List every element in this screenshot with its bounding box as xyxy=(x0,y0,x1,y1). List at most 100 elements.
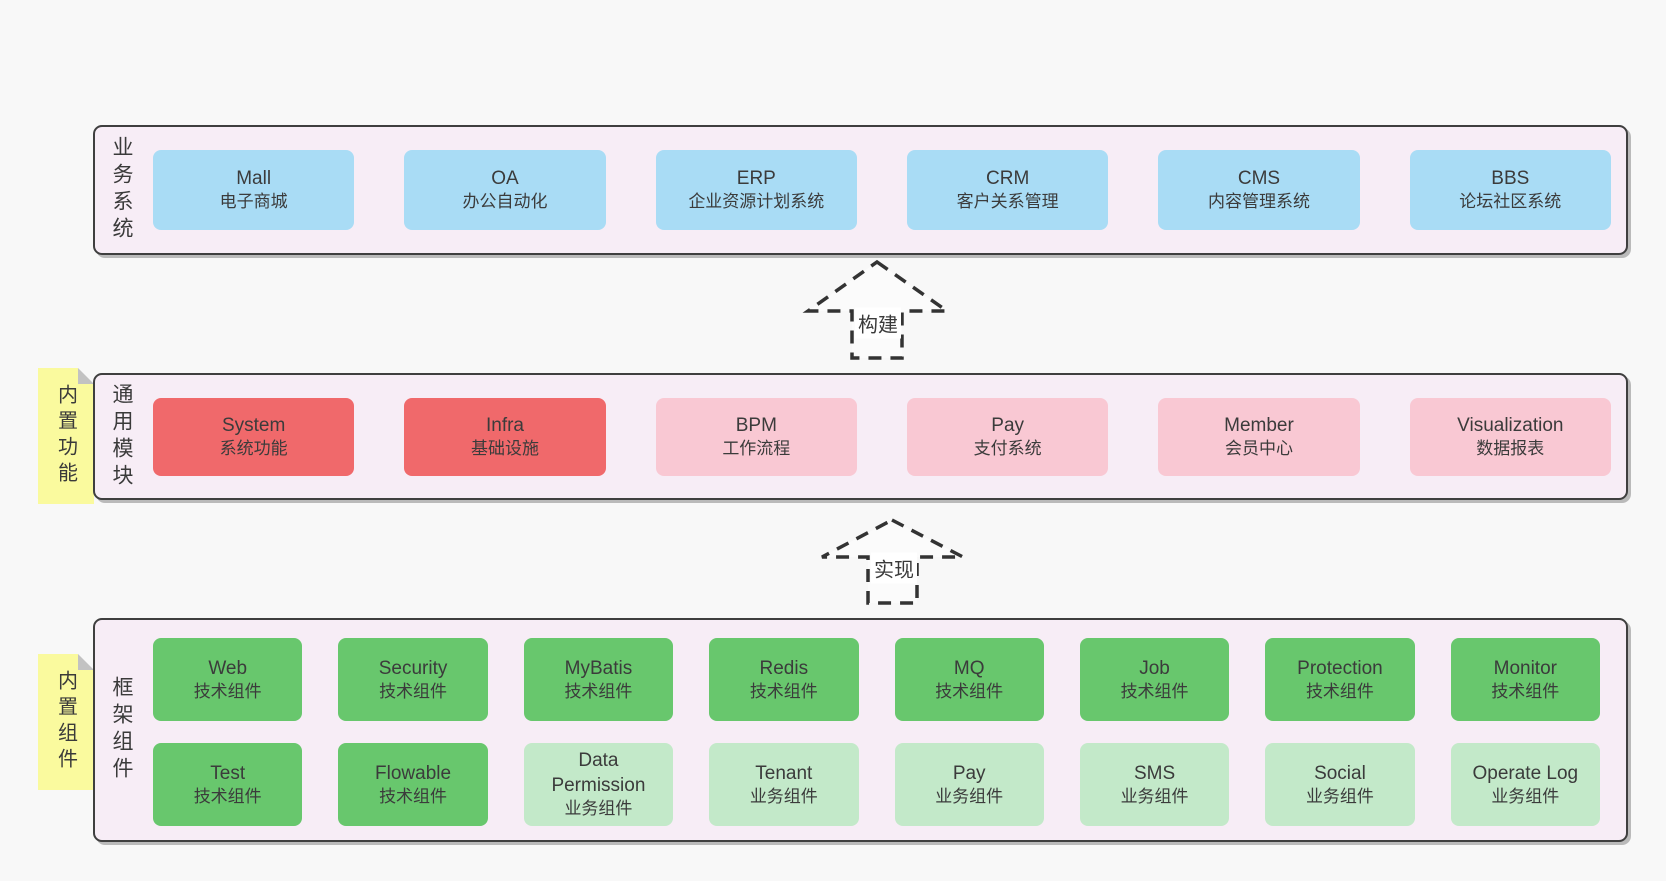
box-title: Member xyxy=(1224,414,1294,436)
box-system: System 系统功能 xyxy=(153,397,355,476)
box-subtitle: 技术组件 xyxy=(193,681,262,701)
arrow-implement: 实现 xyxy=(815,512,971,612)
box-flowable: Flowable 技术组件 xyxy=(338,743,488,826)
box-subtitle: 数据报表 xyxy=(1476,438,1545,458)
band-business-systems: 业务系统 Mall 电子商城 OA 办公自动化 ERP 企业资源计划系统 CRM… xyxy=(93,125,1628,255)
box-title: BBS xyxy=(1491,168,1530,190)
box-subtitle: 系统功能 xyxy=(219,438,288,458)
box-sms: SMS 业务组件 xyxy=(1079,743,1230,826)
box-subtitle: 技术组件 xyxy=(749,681,818,701)
box-title: Social xyxy=(1314,762,1366,784)
box-social: Social 业务组件 xyxy=(1265,743,1415,826)
box-infra: Infra 基础设施 xyxy=(404,397,606,476)
box-row: Mall 电子商城 OA 办公自动化 ERP 企业资源计划系统 CRM 客户关系… xyxy=(153,127,1611,253)
band-title: 通用模块 xyxy=(110,382,133,491)
box-visualization: Visualization 数据报表 xyxy=(1409,397,1611,476)
box-title: Tenant xyxy=(755,762,813,784)
box-bpm: BPM 工作流程 xyxy=(655,397,857,476)
box-subtitle: 技术组件 xyxy=(1305,681,1374,701)
box-subtitle: 支付系统 xyxy=(973,438,1042,458)
box-cms: CMS 内容管理系统 xyxy=(1158,150,1360,230)
box-redis: Redis 技术组件 xyxy=(709,638,859,721)
box-subtitle: 业务组件 xyxy=(564,799,633,819)
box-title: CRM xyxy=(986,168,1030,190)
box-subtitle: 电子商城 xyxy=(219,192,288,212)
box-operate-log: Operate Log 业务组件 xyxy=(1450,743,1600,826)
component-grid: Web 技术组件 Security 技术组件 MyBatis 技术组件 Redi… xyxy=(153,638,1600,826)
box-test: Test 技术组件 xyxy=(153,743,303,826)
box-title: Web xyxy=(208,657,248,679)
box-title: BPM xyxy=(735,414,777,436)
box-title: MQ xyxy=(953,657,985,679)
band-title: 业务系统 xyxy=(110,136,133,244)
box-title: ERP xyxy=(736,168,776,190)
box-row: Test 技术组件 Flowable 技术组件 Data Permission … xyxy=(153,743,1600,826)
box-erp: ERP 企业资源计划系统 xyxy=(655,150,857,230)
arrow-label: 实现 xyxy=(871,552,917,584)
box-title: Operate Log xyxy=(1472,762,1579,784)
sticky-note-builtin-features: 内置功能 xyxy=(38,368,94,504)
box-title: Flowable xyxy=(375,762,452,784)
box-title: Monitor xyxy=(1493,657,1557,679)
box-protection: Protection 技术组件 xyxy=(1265,638,1415,721)
box-crm: CRM 客户关系管理 xyxy=(906,150,1109,230)
box-subtitle: 业务组件 xyxy=(1120,786,1189,806)
box-row: Web 技术组件 Security 技术组件 MyBatis 技术组件 Redi… xyxy=(153,638,1600,721)
box-title: OA xyxy=(491,168,519,190)
box-title: Pay xyxy=(952,762,986,784)
box-subtitle: 技术组件 xyxy=(193,786,262,806)
box-mybatis: MyBatis 技术组件 xyxy=(523,638,674,721)
box-subtitle: 技术组件 xyxy=(379,786,448,806)
box-title: Protection xyxy=(1297,657,1383,679)
box-subtitle: 工作流程 xyxy=(722,438,791,458)
box-subtitle: 办公自动化 xyxy=(462,192,548,212)
box-subtitle: 内容管理系统 xyxy=(1207,192,1310,212)
sticky-note-builtin-components: 内置组件 xyxy=(38,654,94,790)
box-tenant: Tenant 业务组件 xyxy=(709,743,859,826)
box-title: Pay xyxy=(991,414,1025,436)
arrow-label: 构建 xyxy=(855,307,901,339)
box-data-permission: Data Permission 业务组件 xyxy=(523,743,674,826)
box-title: Mall xyxy=(236,168,272,190)
box-subtitle: 会员中心 xyxy=(1224,438,1293,458)
band-common-modules: 通用模块 System 系统功能 Infra 基础设施 BPM 工作流程 Pay… xyxy=(93,373,1628,500)
box-member: Member 会员中心 xyxy=(1158,397,1360,476)
arrow-build: 构建 xyxy=(800,254,955,366)
box-subtitle: 论坛社区系统 xyxy=(1459,192,1562,212)
band-framework-components: 框架组件 Web 技术组件 Security 技术组件 MyBatis 技术组件… xyxy=(93,618,1628,842)
box-row: System 系统功能 Infra 基础设施 BPM 工作流程 Pay 支付系统… xyxy=(153,375,1611,498)
box-title: Job xyxy=(1139,657,1170,679)
box-mall: Mall 电子商城 xyxy=(153,150,355,230)
box-subtitle: 业务组件 xyxy=(1305,786,1374,806)
box-title: CMS xyxy=(1237,168,1281,190)
box-title: Data Permission xyxy=(551,750,646,797)
box-title: MyBatis xyxy=(564,657,633,679)
box-pay-component: Pay 业务组件 xyxy=(894,743,1044,826)
box-title: Visualization xyxy=(1457,414,1564,436)
box-title: Redis xyxy=(759,657,809,679)
box-subtitle: 企业资源计划系统 xyxy=(688,192,825,212)
note-label: 内置功能 xyxy=(54,384,77,488)
box-title: SMS xyxy=(1133,762,1176,784)
box-subtitle: 客户关系管理 xyxy=(956,192,1059,212)
box-subtitle: 技术组件 xyxy=(564,681,633,701)
box-title: Security xyxy=(378,657,448,679)
box-mq: MQ 技术组件 xyxy=(894,638,1044,721)
box-bbs: BBS 论坛社区系统 xyxy=(1409,150,1611,230)
box-subtitle: 技术组件 xyxy=(379,681,448,701)
box-monitor: Monitor 技术组件 xyxy=(1450,638,1600,721)
box-subtitle: 技术组件 xyxy=(1120,681,1189,701)
box-web: Web 技术组件 xyxy=(153,638,303,721)
box-title: System xyxy=(221,414,286,436)
note-label: 内置组件 xyxy=(54,670,77,774)
box-subtitle: 技术组件 xyxy=(1491,681,1560,701)
box-oa: OA 办公自动化 xyxy=(404,150,606,230)
box-title: Test xyxy=(210,762,246,784)
box-subtitle: 业务组件 xyxy=(1491,786,1560,806)
box-subtitle: 业务组件 xyxy=(935,786,1004,806)
box-subtitle: 业务组件 xyxy=(749,786,818,806)
box-security: Security 技术组件 xyxy=(338,638,488,721)
band-title: 框架组件 xyxy=(110,676,133,784)
box-subtitle: 基础设施 xyxy=(470,438,539,458)
box-subtitle: 技术组件 xyxy=(935,681,1004,701)
